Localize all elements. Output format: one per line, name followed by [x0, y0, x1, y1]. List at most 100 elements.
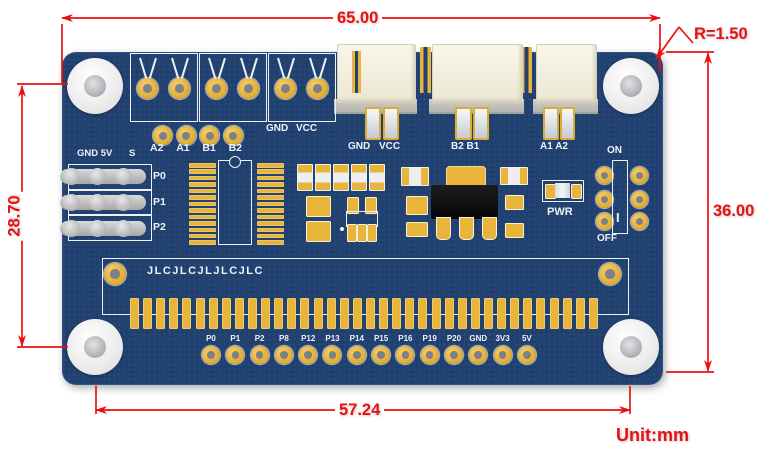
gpio-edge-pad — [365, 298, 375, 329]
gpio-pad-strip — [130, 298, 598, 329]
driver-pad-row — [153, 126, 243, 145]
ic-pad — [189, 227, 216, 233]
gpio-edge-pad — [339, 298, 349, 329]
through-hole-pad — [517, 346, 536, 364]
ic-pad — [189, 163, 216, 168]
gpio-edge-pad — [313, 298, 323, 329]
ic-pad — [257, 175, 284, 181]
ic-notch — [229, 156, 241, 168]
ic-pad — [257, 214, 284, 220]
connector-contact — [352, 51, 361, 93]
unit-label: Unit:mm — [616, 425, 689, 445]
switch-pad — [631, 213, 648, 230]
smd-pad — [347, 224, 357, 242]
header-row-label: P0 — [153, 170, 166, 182]
smd-pad — [306, 196, 331, 217]
terminal-pad — [137, 78, 158, 99]
switch-pad — [631, 191, 648, 208]
driver-pad-label: B2 — [228, 142, 242, 154]
gpio-edge-pad — [457, 298, 467, 329]
smd-resistor — [351, 164, 367, 191]
connector-label: A1 A2 — [540, 141, 568, 152]
wire-funnel-line — [240, 57, 249, 81]
gpio-edge-pad — [195, 298, 205, 329]
switch-mark: I — [616, 210, 620, 225]
bottom-pin: P14 — [345, 335, 369, 364]
ic-pad — [189, 214, 216, 220]
bottom-pin-label: GND — [469, 334, 488, 343]
voltage-regulator — [431, 185, 498, 219]
through-hole-pad — [299, 346, 318, 364]
gpio-corner-pad — [599, 263, 621, 285]
header-divider — [69, 189, 151, 191]
switch-outline — [612, 160, 628, 234]
switch-pad — [631, 167, 648, 184]
gpio-edge-pad — [352, 298, 362, 329]
ic-pad — [257, 233, 284, 239]
smd-resistor — [333, 164, 349, 191]
ic-pad — [189, 188, 216, 194]
driver-pad-label: A1 — [176, 142, 190, 154]
connector-pad — [543, 107, 559, 140]
on-label: ON — [607, 145, 622, 156]
radius-leader — [678, 26, 694, 44]
smd-pad — [367, 224, 377, 242]
smd-resistor — [315, 164, 331, 191]
gpio-edge-pad — [575, 298, 585, 329]
bottom-pin: P8 — [272, 335, 296, 364]
screw-terminal-footprint — [130, 53, 198, 122]
bottom-pin-label: 3V3 — [495, 334, 510, 343]
gpio-edge-pad — [274, 298, 284, 329]
header-pin — [89, 168, 106, 185]
ic-pad — [189, 175, 216, 181]
through-hole-pad — [372, 346, 391, 364]
pwr-led — [542, 180, 584, 202]
header-pin — [89, 194, 106, 211]
connector-label: GND VCC — [348, 141, 401, 152]
regulator-leg — [436, 217, 451, 240]
board-id-text: JLCJLCJLJLCJLC — [147, 265, 264, 277]
terminal-pad — [206, 78, 227, 99]
gpio-edge-pad — [405, 298, 415, 329]
connector-pad — [473, 107, 489, 140]
connector-pad — [560, 107, 575, 140]
ic-pad — [189, 182, 216, 187]
gpio-edge-pad — [392, 298, 402, 329]
wire-funnel-line — [309, 57, 318, 81]
regulator-leg — [459, 217, 474, 240]
corner-radius-value: R=1.50 — [694, 25, 748, 43]
smd-pad — [406, 222, 428, 237]
through-hole-pad — [347, 346, 366, 364]
bottom-pin-label: P14 — [349, 334, 364, 343]
ic-pad — [257, 201, 284, 207]
ic-pad — [189, 240, 216, 245]
terminal-pad — [169, 78, 190, 99]
driver-pad-labels: A2 A1 B1 B2 — [150, 143, 242, 154]
radius-leader-arrow — [655, 26, 680, 60]
smd-pad — [357, 224, 367, 242]
bottom-pin-label: P0 — [206, 334, 216, 343]
header-pin — [115, 194, 132, 211]
header-pin — [63, 168, 80, 185]
bottom-pin: GND — [466, 335, 490, 364]
gpio-edge-pad — [510, 298, 520, 329]
jst-connector-a1-a2 — [536, 44, 597, 103]
dimension-width-value: 65.00 — [333, 9, 383, 28]
header-pin — [89, 220, 106, 237]
gpio-edge-pad — [431, 298, 441, 329]
pin1-dot — [340, 227, 344, 231]
connector-contact — [521, 47, 532, 93]
wire-funnel-line — [171, 57, 180, 81]
bottom-pin-row: P0 P1 P2 P8 P12 P13 P14 — [199, 335, 539, 364]
header-pin — [115, 220, 132, 237]
switch-pad — [596, 213, 613, 230]
through-hole-pad — [323, 346, 342, 364]
smd-resistor — [369, 164, 385, 191]
gpio-edge-pad — [326, 298, 336, 329]
driver-pad — [176, 126, 196, 145]
ic-pad-column-right — [257, 163, 284, 245]
regulator-leg — [482, 217, 497, 240]
gpio-edge-pad — [261, 298, 271, 329]
ic-pad — [257, 169, 284, 174]
driver-pad-label: A2 — [150, 142, 164, 154]
